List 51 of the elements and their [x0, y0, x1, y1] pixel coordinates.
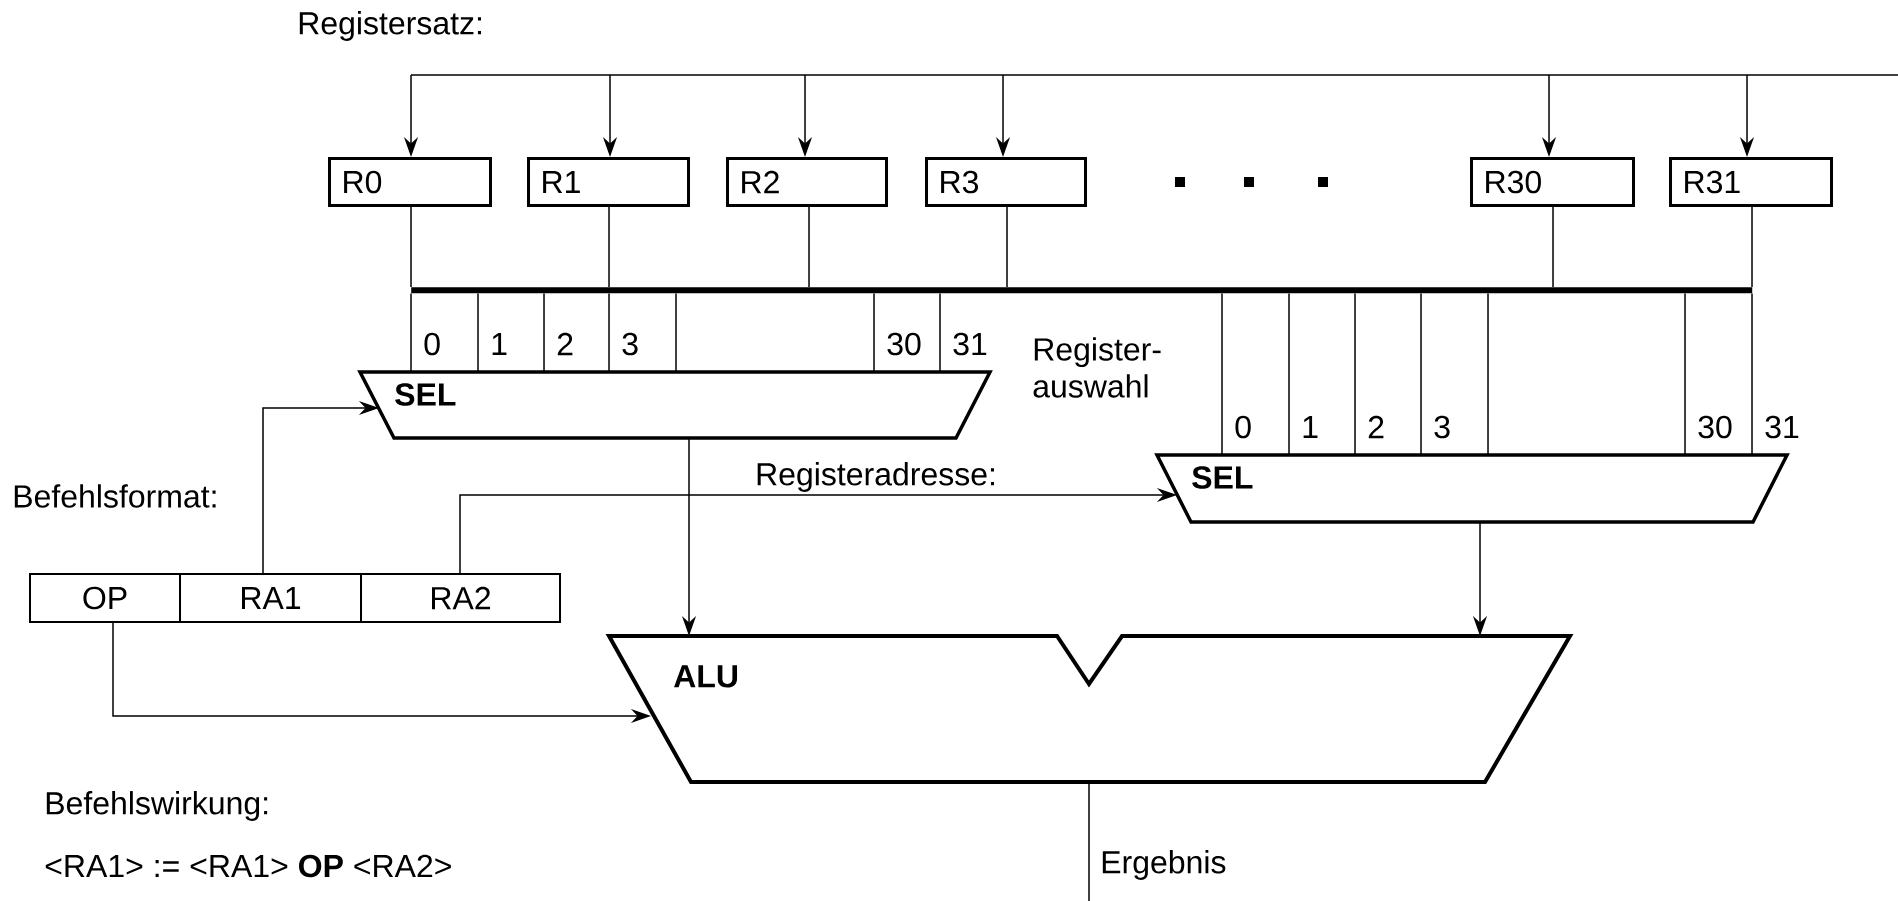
edge-label: 1 — [1303, 416, 1318, 438]
text-label: <RA1> := <RA1> OP <RA2> — [45, 854, 451, 878]
wire-line — [410, 74, 1898, 76]
edge-label: 1 — [492, 333, 507, 355]
edge-label: 3 — [622, 332, 638, 356]
register-box: R30 — [1470, 157, 1635, 207]
wire-line — [477, 292, 479, 373]
field-box: OP — [29, 573, 181, 623]
edge-label: Ergebnis — [1102, 850, 1226, 880]
wire-line — [1684, 292, 1686, 456]
wire-line — [1552, 206, 1554, 288]
wire-line — [1221, 292, 1223, 456]
edge-label: 2 — [557, 332, 573, 356]
text-label: Befehlsformat: — [14, 484, 216, 508]
wire-line — [608, 206, 610, 288]
wire-line — [1088, 781, 1090, 901]
wire-line — [1288, 292, 1290, 456]
wire-line — [675, 292, 677, 373]
wire-line — [1420, 292, 1422, 456]
wire-line — [410, 206, 412, 288]
register-box: R1 — [527, 157, 690, 207]
wire-line — [939, 292, 941, 373]
edge-label: 30 — [1698, 415, 1732, 439]
wire-line — [1751, 206, 1753, 288]
wire-line — [808, 206, 810, 288]
register-box: R3 — [925, 157, 1087, 207]
wire-line — [543, 292, 545, 373]
register-box: R0 — [328, 157, 492, 207]
bus-bar — [411, 287, 1753, 294]
wire-line — [1751, 292, 1753, 456]
text-label: Register- auswahl — [1033, 337, 1161, 398]
wire-line — [873, 292, 875, 373]
wire-line — [1006, 206, 1008, 288]
text-label: Befehlswirkung: — [46, 791, 268, 821]
wire-line — [1487, 292, 1489, 456]
edge-label: 31 — [1765, 415, 1799, 439]
edge-label: 0 — [424, 332, 440, 356]
edge-label: 2 — [1368, 415, 1384, 439]
wire-line — [410, 292, 412, 373]
register-box: R31 — [1669, 157, 1833, 207]
register-box: R2 — [726, 157, 888, 207]
edge-label: 31 — [953, 332, 987, 356]
wire-line — [1354, 292, 1356, 456]
wire-line — [608, 292, 610, 373]
field-box: RA2 — [360, 573, 561, 623]
text-label: Registersatz: — [299, 11, 481, 41]
edge-label: 3 — [1434, 415, 1450, 439]
field-box: RA1 — [179, 573, 362, 623]
edge-label: 0 — [1235, 415, 1251, 439]
edge-label: 30 — [887, 332, 921, 356]
edge-label: Registeradresse: — [757, 462, 994, 492]
